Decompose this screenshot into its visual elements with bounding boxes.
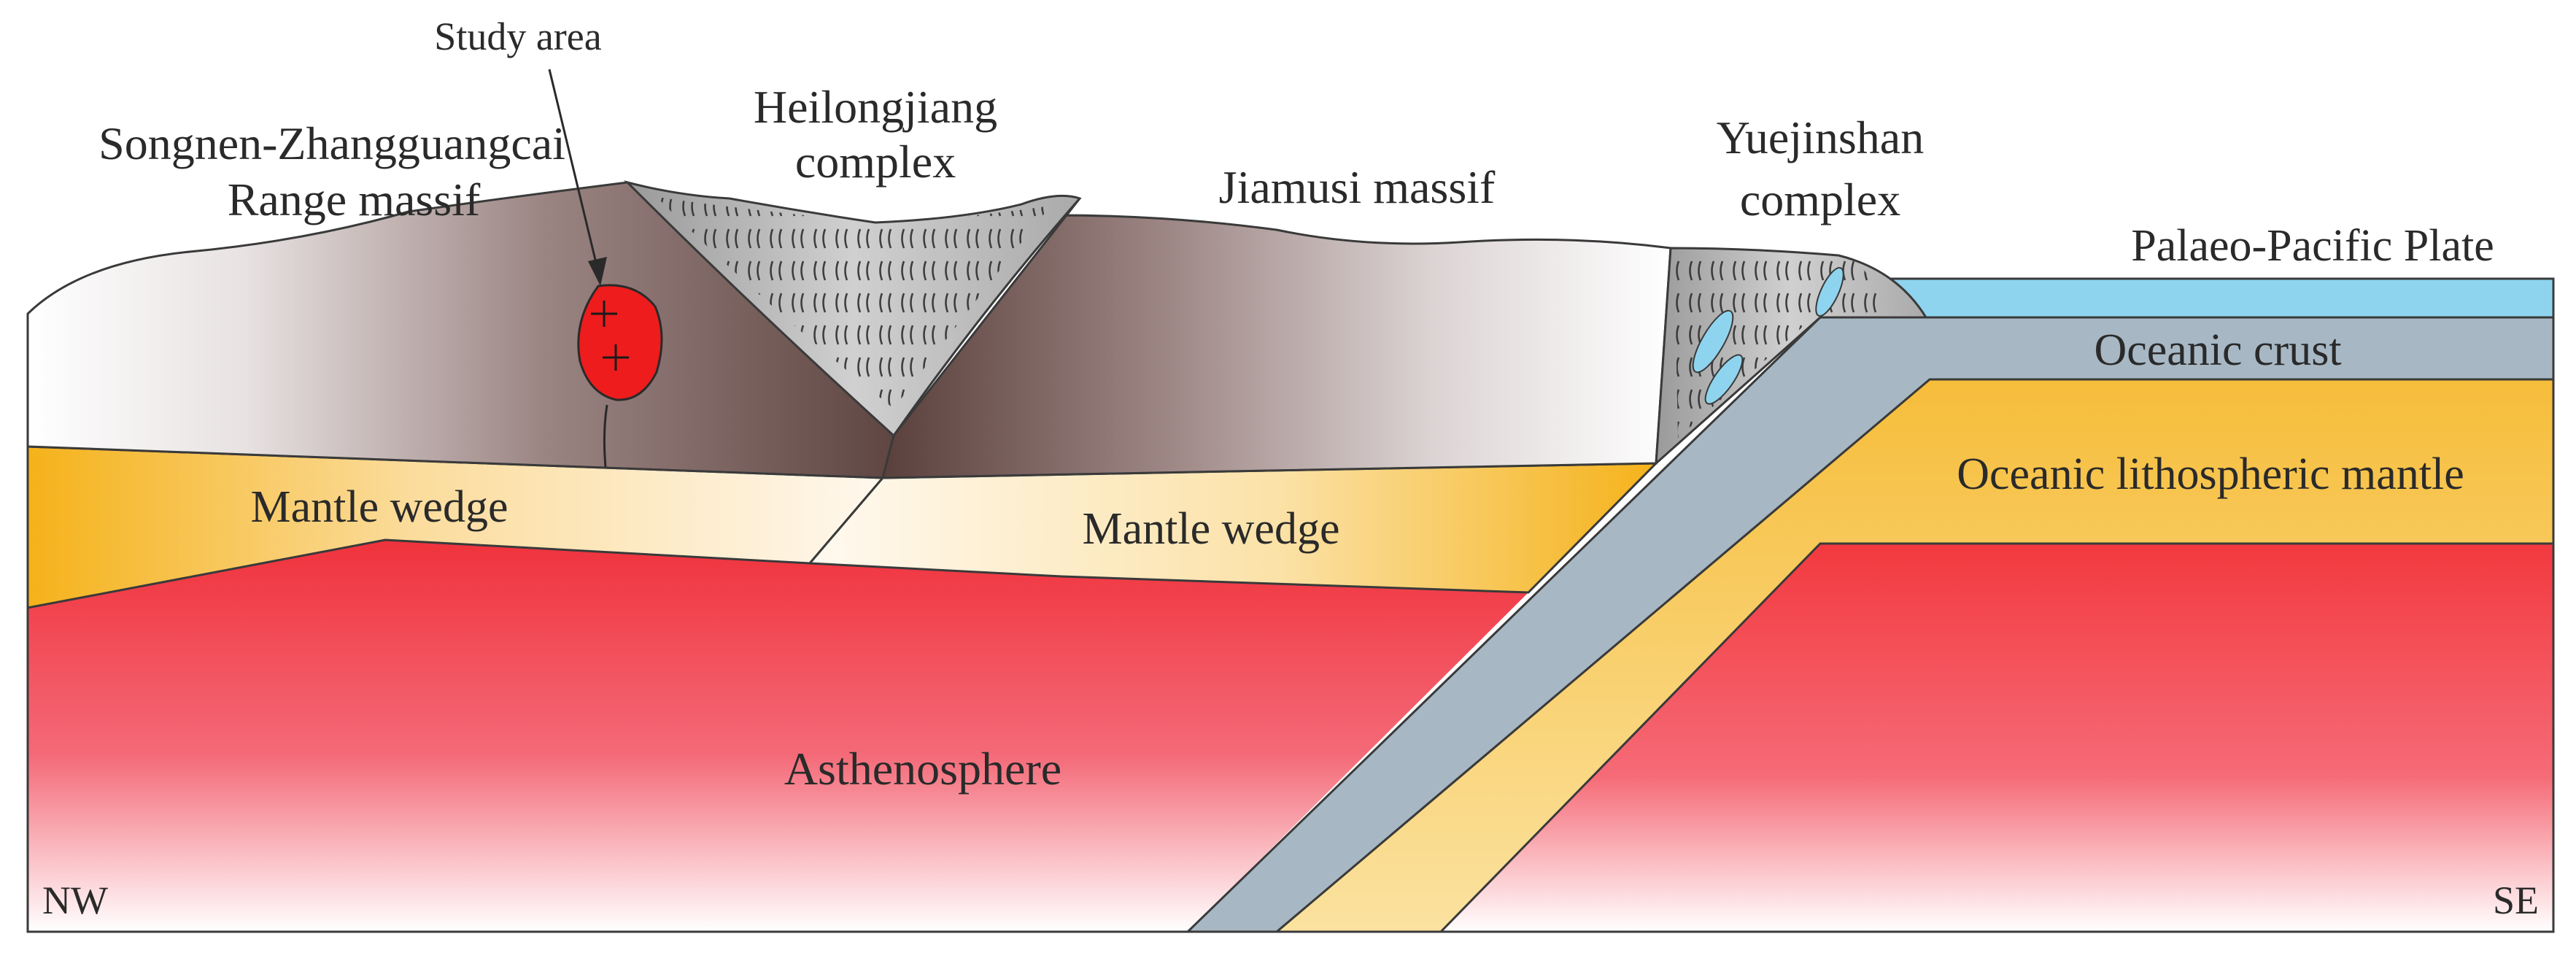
blue-sliver-2 bbox=[1704, 354, 1744, 405]
label-heilongjiang-2: complex bbox=[795, 136, 956, 188]
label-songnen-2: Range massif bbox=[228, 174, 481, 225]
label-mantle-wedge-left: Mantle wedge bbox=[251, 482, 508, 532]
label-study-area: Study area bbox=[434, 15, 601, 58]
label-jiamusi: Jiamusi massif bbox=[1219, 161, 1496, 213]
blue-sliver-1 bbox=[1692, 309, 1734, 374]
label-mantle-wedge-right: Mantle wedge bbox=[1083, 504, 1340, 554]
label-yuejinshan-1: Yuejinshan bbox=[1717, 112, 1924, 163]
label-asthenosphere: Asthenosphere bbox=[784, 743, 1061, 795]
label-oceanic-crust: Oceanic crust bbox=[2094, 325, 2341, 375]
asthenosphere-layer-right bbox=[1441, 544, 2553, 932]
label-heilongjiang-1: Heilongjiang bbox=[754, 81, 997, 133]
blue-sliver-3 bbox=[1815, 266, 1844, 317]
study-area-feeder bbox=[603, 404, 608, 468]
label-nw: NW bbox=[42, 878, 108, 922]
study-area-pluton bbox=[577, 284, 663, 401]
section-frame bbox=[26, 279, 2555, 933]
jiamusi-massif bbox=[881, 197, 1672, 479]
label-oceanic-litho-mantle: Oceanic lithospheric mantle bbox=[1957, 449, 2464, 499]
label-se: SE bbox=[2493, 878, 2539, 922]
study-area-arrowhead bbox=[588, 257, 607, 286]
label-palaeo-pacific: Palaeo-Pacific Plate bbox=[2131, 221, 2494, 271]
study-area-arrow bbox=[548, 69, 602, 282]
asthenosphere-layer bbox=[28, 540, 1528, 932]
plus-symbol-1 bbox=[591, 301, 617, 327]
songnen-massif bbox=[26, 181, 895, 479]
palaeo-pacific-ocean bbox=[1864, 277, 2555, 319]
label-yuejinshan-2: complex bbox=[1740, 174, 1900, 225]
plus-symbol-2 bbox=[603, 344, 629, 371]
label-songnen-1: Songnen-Zhangguangcai bbox=[98, 117, 565, 169]
heilongjiang-hatching bbox=[657, 197, 1051, 409]
